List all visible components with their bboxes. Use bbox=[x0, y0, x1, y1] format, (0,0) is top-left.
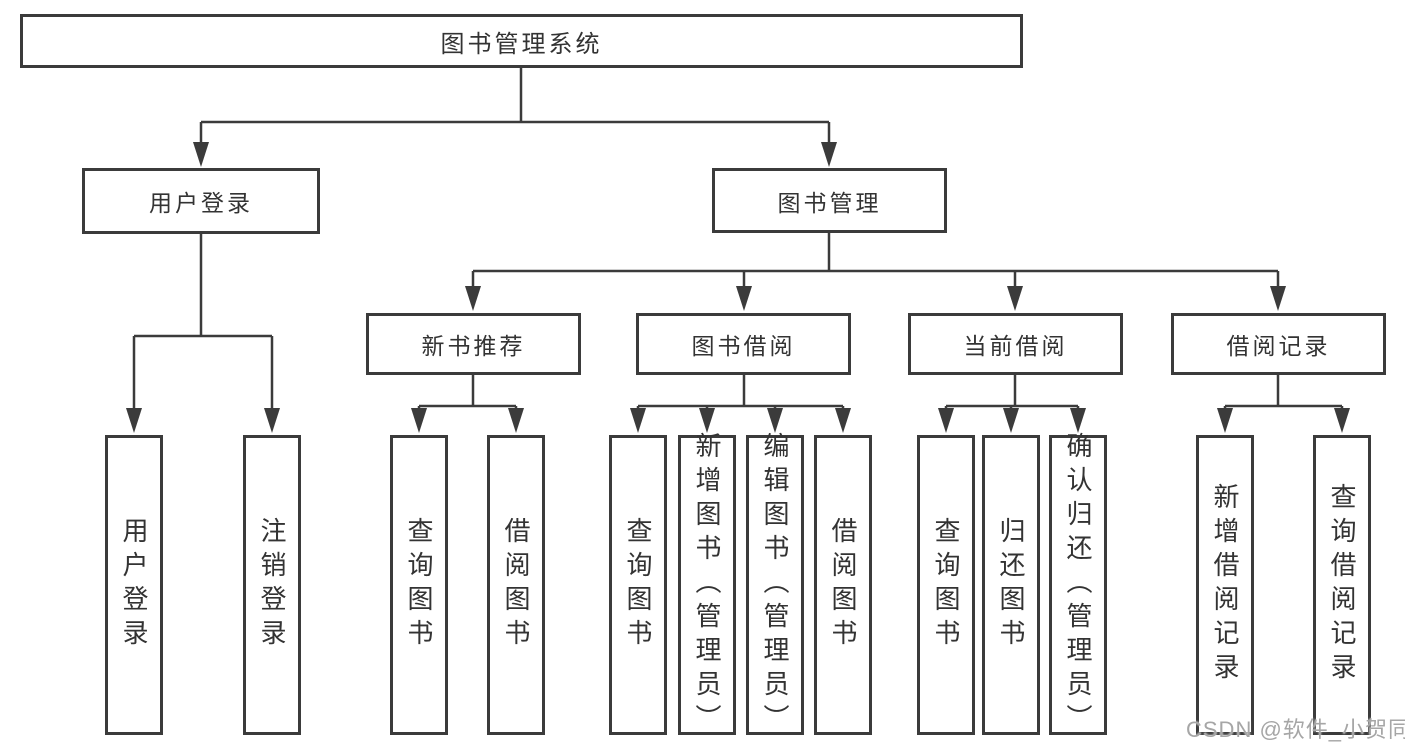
leaf-add-borrow-record: 新增借阅记录 bbox=[1196, 435, 1254, 735]
leaf-query-book-3-label: 查询图书 bbox=[931, 517, 961, 653]
node-user-login-label: 用户登录 bbox=[149, 190, 253, 216]
leaf-user-login: 用户登录 bbox=[105, 435, 163, 735]
connector-user-login-children bbox=[132, 234, 274, 417]
leaf-edit-book-admin-label: 编辑图书（管理员） bbox=[760, 432, 790, 738]
node-borrow-record-label: 借阅记录 bbox=[1226, 333, 1331, 359]
leaf-add-borrow-record-label: 新增借阅记录 bbox=[1210, 483, 1240, 687]
node-book-borrow: 图书借阅 bbox=[636, 313, 851, 375]
leaf-query-book-1-label: 查询图书 bbox=[404, 517, 434, 653]
leaf-borrow-book-2-label: 借阅图书 bbox=[828, 517, 858, 653]
leaf-confirm-return-admin: 确认归还（管理员） bbox=[1049, 432, 1107, 738]
connector-borrow-record-children bbox=[1223, 375, 1344, 417]
leaf-query-book-2-label: 查询图书 bbox=[623, 517, 653, 653]
leaf-edit-book-admin: 编辑图书（管理员） bbox=[746, 432, 804, 738]
leaf-query-book-3: 查询图书 bbox=[917, 435, 975, 735]
node-current-borrow: 当前借阅 bbox=[908, 313, 1123, 375]
csdn-watermark: CSDN @软件_小贺同学 bbox=[1186, 717, 1405, 742]
leaf-query-borrow-record-label: 查询借阅记录 bbox=[1327, 483, 1357, 687]
leaf-add-book-admin-label: 新增图书（管理员） bbox=[692, 432, 722, 738]
leaf-borrow-book-1: 借阅图书 bbox=[487, 435, 545, 735]
node-current-borrow-label: 当前借阅 bbox=[963, 333, 1068, 359]
node-book-management: 图书管理 bbox=[712, 168, 947, 233]
node-new-book-recommend-label: 新书推荐 bbox=[421, 333, 526, 359]
leaf-add-book-admin: 新增图书（管理员） bbox=[678, 432, 736, 738]
leaf-borrow-book-1-label: 借阅图书 bbox=[501, 517, 531, 653]
connector-root-to-level2 bbox=[199, 68, 831, 151]
node-user-login: 用户登录 bbox=[82, 168, 320, 234]
connector-new-book-children bbox=[417, 375, 518, 417]
arrowheads bbox=[126, 142, 1350, 433]
node-book-borrow-label: 图书借阅 bbox=[691, 333, 796, 359]
leaf-query-book-1: 查询图书 bbox=[390, 435, 448, 735]
node-borrow-record: 借阅记录 bbox=[1171, 313, 1386, 375]
leaf-logout: 注销登录 bbox=[243, 435, 301, 735]
leaf-query-borrow-record: 查询借阅记录 bbox=[1313, 435, 1371, 735]
leaf-return-book-label: 归还图书 bbox=[996, 517, 1026, 653]
node-root-system: 图书管理系统 bbox=[20, 14, 1023, 68]
leaf-borrow-book-2: 借阅图书 bbox=[814, 435, 872, 735]
leaf-query-book-2: 查询图书 bbox=[609, 435, 667, 735]
leaf-confirm-return-admin-label: 确认归还（管理员） bbox=[1063, 432, 1093, 738]
leaf-return-book: 归还图书 bbox=[982, 435, 1040, 735]
connector-book-borrow-children bbox=[636, 375, 845, 417]
leaf-user-login-label: 用户登录 bbox=[119, 517, 149, 653]
leaf-logout-label: 注销登录 bbox=[257, 517, 287, 653]
connector-book-mgmt-children bbox=[471, 232, 1280, 295]
node-book-management-label: 图书管理 bbox=[777, 189, 882, 216]
node-new-book-recommend: 新书推荐 bbox=[366, 313, 581, 375]
node-root-label: 图书管理系统 bbox=[440, 30, 603, 58]
